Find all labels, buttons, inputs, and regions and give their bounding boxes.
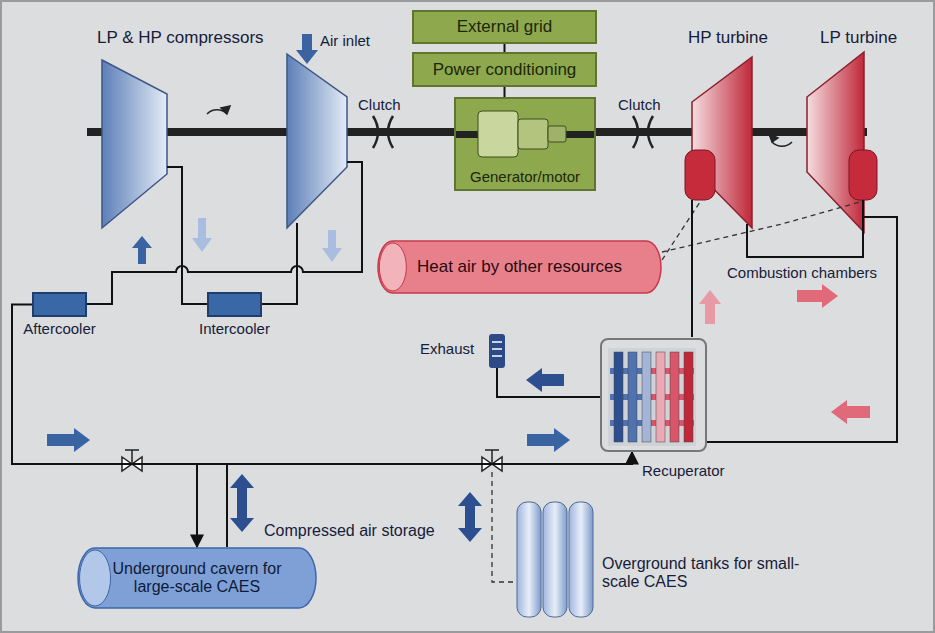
turbines <box>692 52 864 232</box>
component-box: Power conditioning <box>412 52 597 87</box>
turbine-pipes <box>195 200 897 464</box>
component-label: Heat air by other resources <box>417 257 622 277</box>
pipe-connector <box>504 87 506 97</box>
component-label: Generator/motor <box>470 168 580 185</box>
part-label: Exhaust <box>420 340 474 357</box>
storage-cylinder: Heat air by other resources <box>377 240 662 294</box>
air-inlet-arrow <box>296 34 318 64</box>
part-label: Air inlet <box>320 32 370 49</box>
part-label: Compressed air storage <box>264 522 435 540</box>
component-label: Underground cavern for large-scale CAES <box>110 560 285 597</box>
component-label: Intercooler <box>199 320 270 337</box>
component-label: Power conditioning <box>433 60 577 80</box>
valves <box>122 450 502 471</box>
recuperator-core <box>608 348 696 446</box>
overground-tanks <box>517 502 593 617</box>
part-label: HP turbine <box>688 28 768 48</box>
component-label: Aftercooler <box>23 320 96 337</box>
storage-arrows <box>230 474 482 542</box>
storage-cylinder: Underground cavern for large-scale CAES <box>77 547 317 609</box>
component-box: Recuperator <box>600 338 707 452</box>
pipe-connector <box>227 452 632 547</box>
compressor-pipes <box>87 162 362 304</box>
tank-link <box>492 472 517 582</box>
part-label: LP & HP compressors <box>97 28 264 48</box>
compressors <box>102 54 347 228</box>
cooler-box: Intercooler <box>207 292 262 317</box>
exhaust-stack <box>489 334 505 368</box>
cooler-box: Aftercooler <box>32 292 87 317</box>
component-label: Recuperator <box>642 462 725 479</box>
component-box: External grid <box>412 10 597 44</box>
part-label: Clutch <box>618 96 661 113</box>
component-box: Generator/motor <box>454 97 596 191</box>
generator-symbol <box>456 103 594 163</box>
part-label: Overground tanks for small-scale CAES <box>602 555 802 592</box>
component-label: External grid <box>457 17 552 37</box>
part-label: Combustion chambers <box>727 264 877 281</box>
pipe-connector <box>12 305 197 548</box>
part-label: Clutch <box>358 96 401 113</box>
combustion-chambers <box>685 150 877 200</box>
pipe-connector <box>504 44 506 52</box>
part-label: LP turbine <box>820 28 897 48</box>
